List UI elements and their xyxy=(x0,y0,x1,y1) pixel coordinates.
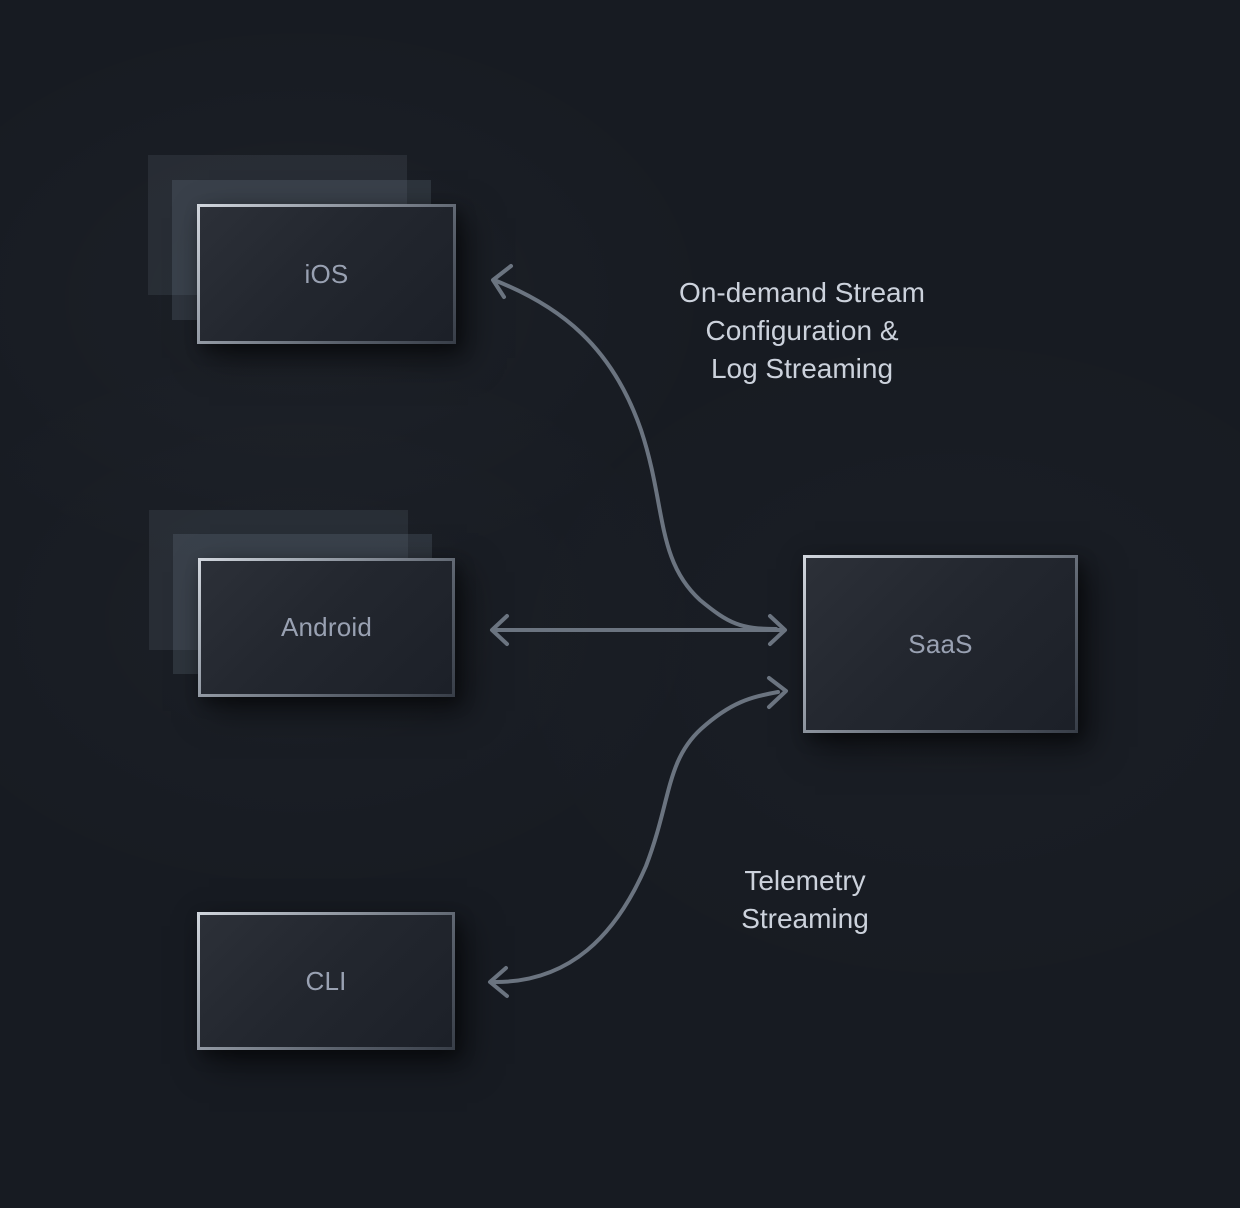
edge-saas-android-arrowhead-android-end xyxy=(490,614,509,646)
edge-saas-cli-arrowhead-saas-end xyxy=(767,676,788,709)
edge-saas-android-arrowhead-saas-end xyxy=(768,614,787,646)
node-saas: SaaS xyxy=(803,555,1078,733)
edge-label-line: On-demand Stream xyxy=(679,277,925,308)
edge-saas-ios-arrowhead-ios-end xyxy=(491,264,513,299)
edge-saas-cli-arrowhead-cli-end xyxy=(488,966,509,998)
edge-label-config-log-streaming: On-demand Stream Configuration & Log Str… xyxy=(622,274,982,388)
edge-label-telemetry-streaming: Telemetry Streaming xyxy=(655,862,955,938)
edge-label-line: Telemetry xyxy=(744,865,866,896)
node-android-label: Android xyxy=(280,612,373,642)
node-saas-label: SaaS xyxy=(908,628,973,659)
edge-label-line: Streaming xyxy=(741,903,869,934)
node-ios-label: iOS xyxy=(304,258,349,289)
edge-label-line: Log Streaming xyxy=(710,353,894,384)
node-ios: iOS xyxy=(197,204,456,344)
edge-saas-cli-curve xyxy=(491,690,780,985)
node-android: Android xyxy=(198,558,455,697)
node-cli: CLI xyxy=(197,912,455,1050)
node-cli-label: CLI xyxy=(305,965,347,996)
edge-label-line: Configuration & xyxy=(705,315,899,346)
